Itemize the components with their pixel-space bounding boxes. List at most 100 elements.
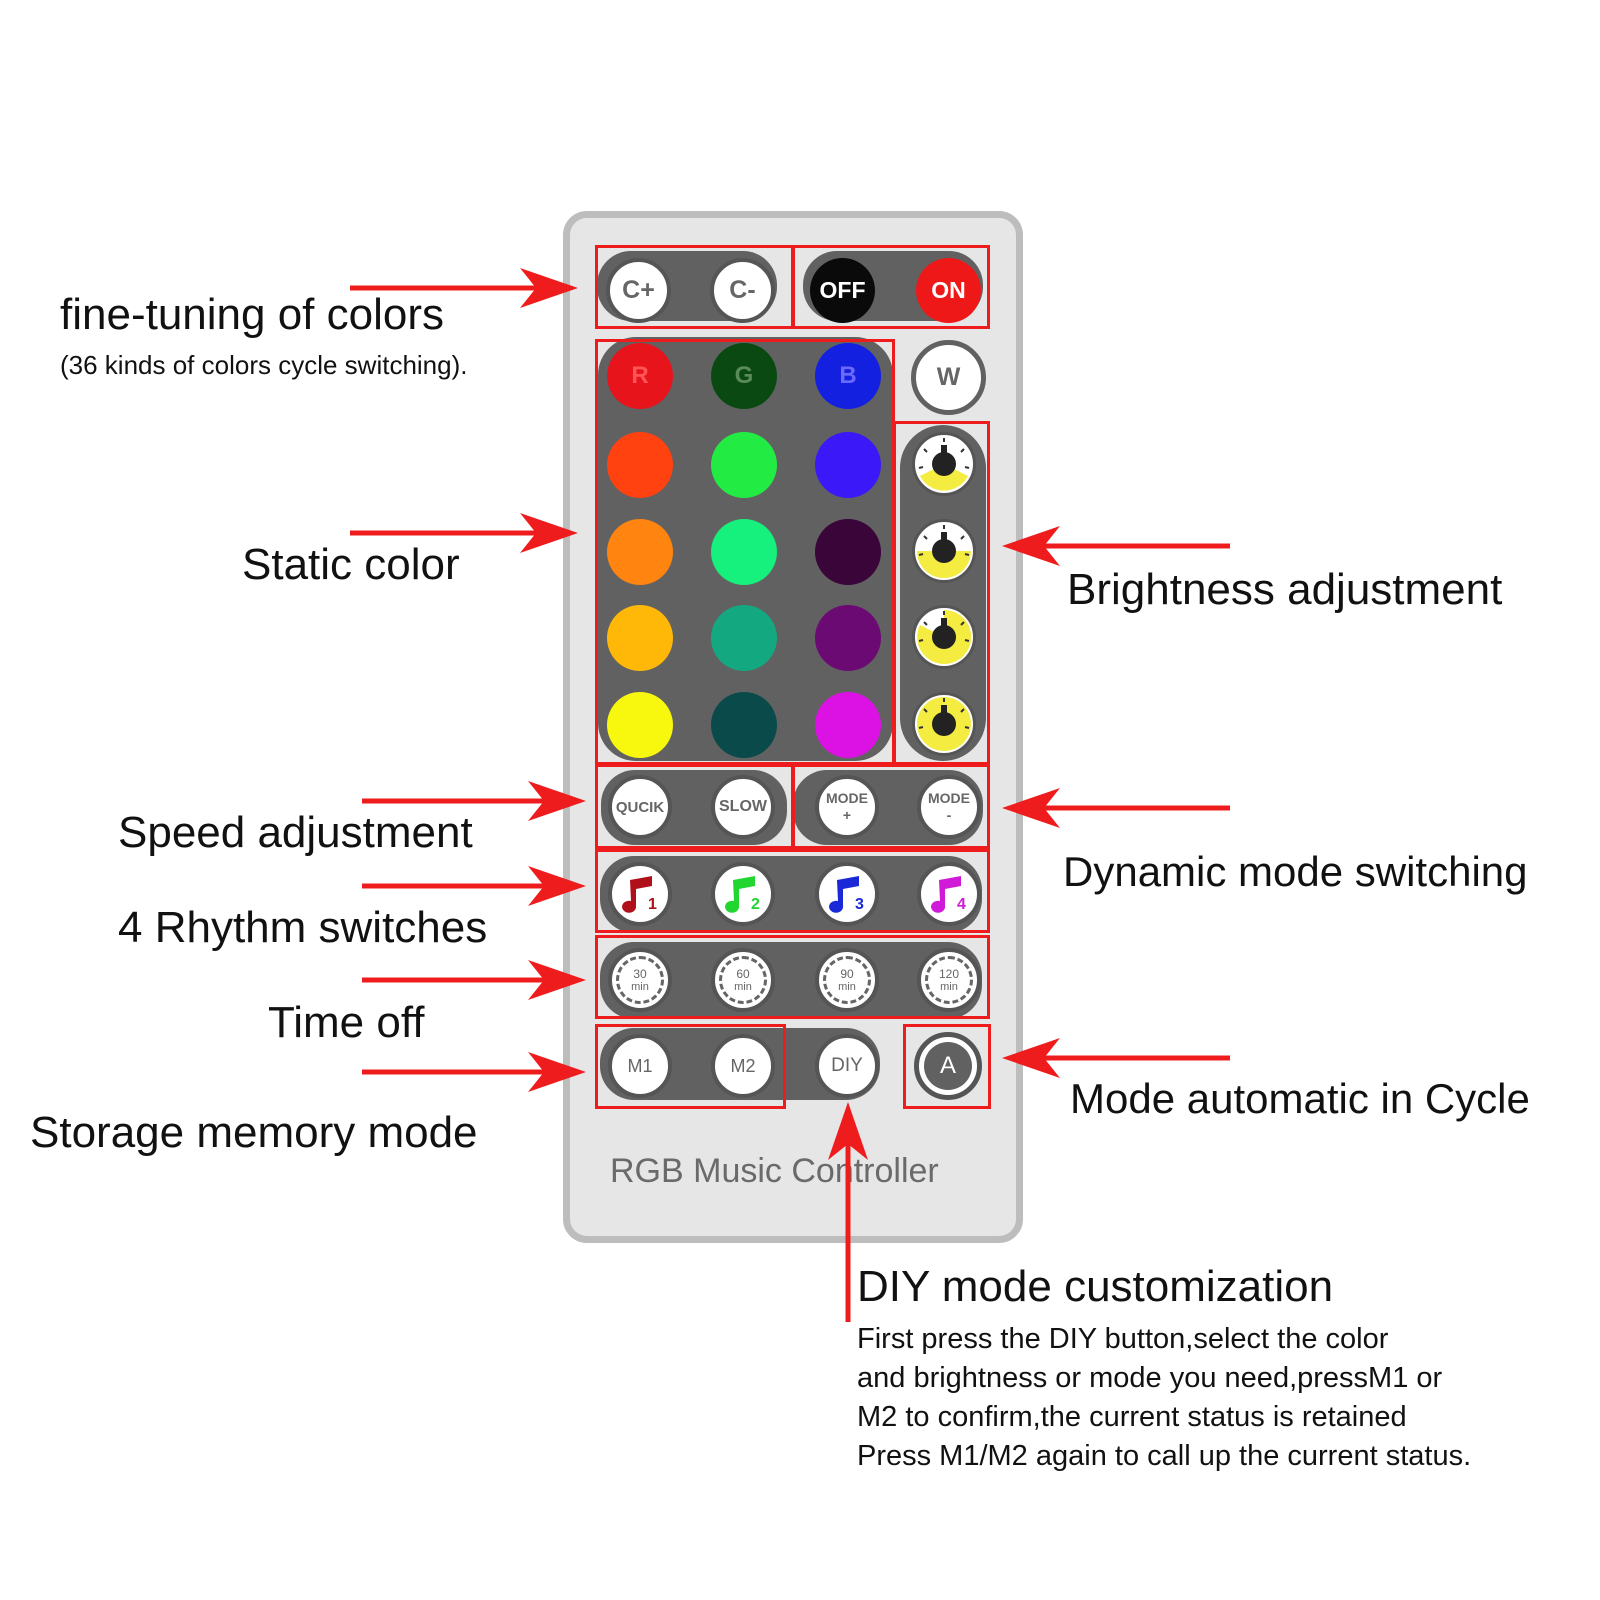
brightness-button-4[interactable] bbox=[912, 692, 976, 756]
music-note-icon bbox=[622, 876, 652, 913]
slow-label: SLOW bbox=[719, 798, 767, 815]
white-label: W bbox=[936, 363, 961, 391]
color-swatch[interactable] bbox=[711, 605, 777, 671]
music-note-icon bbox=[931, 876, 961, 913]
red-label: R bbox=[631, 362, 649, 389]
brightness-button-3[interactable] bbox=[912, 605, 976, 669]
brightness-icon bbox=[917, 525, 971, 578]
blue-button[interactable]: B bbox=[815, 343, 881, 409]
music-note-icon bbox=[829, 876, 859, 913]
label-fine-tuning-sub: (36 kinds of colors cycle switching). bbox=[60, 350, 468, 380]
brightness-button-1[interactable] bbox=[912, 432, 976, 496]
color-swatch[interactable] bbox=[815, 605, 881, 671]
off-button[interactable]: OFF bbox=[810, 258, 875, 323]
rhythm-number: 4 bbox=[957, 896, 966, 913]
mode-plus-button[interactable]: MODE + bbox=[815, 775, 879, 839]
color-plus-label: C+ bbox=[622, 276, 655, 304]
diy-desc-line: M2 to confirm,the current status is reta… bbox=[857, 1401, 1407, 1433]
rhythm-number: 2 bbox=[751, 896, 760, 913]
green-button[interactable]: G bbox=[711, 343, 777, 409]
off-label: OFF bbox=[819, 277, 866, 303]
color-swatch[interactable] bbox=[711, 519, 777, 585]
rhythm-number: 3 bbox=[855, 896, 864, 913]
highlight-memory bbox=[595, 1024, 786, 1109]
slow-button[interactable]: SLOW bbox=[711, 775, 775, 839]
quick-label: QUCIK bbox=[615, 798, 665, 816]
rhythm-button-3[interactable]: 3 bbox=[815, 862, 879, 926]
mode-minus-button[interactable]: MODE - bbox=[917, 775, 981, 839]
timer-90-button[interactable]: 90 min bbox=[815, 948, 879, 1012]
m1-button[interactable]: M1 bbox=[608, 1034, 672, 1098]
label-speed: Speed adjustment bbox=[118, 808, 473, 857]
m2-button[interactable]: M2 bbox=[711, 1034, 775, 1098]
red-button[interactable]: R bbox=[607, 343, 673, 409]
arrow-auto-cycle bbox=[1002, 1038, 1230, 1078]
timer-30-button[interactable]: 30 min bbox=[608, 948, 672, 1012]
color-swatch[interactable] bbox=[607, 519, 673, 585]
remote-brand: RGB Music Controller bbox=[610, 1152, 939, 1190]
timer-ring-icon bbox=[616, 956, 664, 1004]
green-label: G bbox=[734, 362, 754, 389]
diy-button[interactable]: DIY bbox=[815, 1034, 879, 1098]
rhythm-button-2[interactable]: 2 bbox=[711, 862, 775, 926]
timer-120-button[interactable]: 120 min bbox=[917, 948, 981, 1012]
color-swatch[interactable] bbox=[815, 432, 881, 498]
color-minus-label: C- bbox=[729, 276, 756, 304]
rhythm-button-4[interactable]: 4 bbox=[917, 862, 981, 926]
quick-button[interactable]: QUCIK bbox=[608, 775, 672, 839]
timer-ring-icon bbox=[823, 956, 871, 1004]
label-brightness: Brightness adjustment bbox=[1067, 565, 1503, 614]
highlight-dynamic-mode bbox=[792, 764, 990, 849]
color-swatch[interactable] bbox=[815, 519, 881, 585]
color-swatch[interactable] bbox=[607, 692, 673, 758]
mode-plus-label: MODE bbox=[826, 790, 868, 806]
highlight-power bbox=[792, 245, 990, 329]
brightness-icon bbox=[918, 437, 971, 491]
label-dynamic-mode: Dynamic mode switching bbox=[1063, 848, 1528, 895]
brightness-icon bbox=[917, 697, 971, 751]
on-label: ON bbox=[931, 277, 966, 303]
diy-label: DIY bbox=[831, 1055, 863, 1076]
label-rhythm: 4 Rhythm switches bbox=[118, 903, 488, 952]
arrow-storage bbox=[362, 1052, 586, 1092]
highlight-timer bbox=[595, 935, 990, 1019]
brightness-icon bbox=[917, 609, 972, 664]
rhythm-button-1[interactable]: 1 bbox=[608, 862, 672, 926]
color-swatch[interactable] bbox=[607, 432, 673, 498]
arrow-time-off bbox=[362, 960, 586, 1000]
label-time-off: Time off bbox=[268, 998, 425, 1047]
timer-60-button[interactable]: 60 min bbox=[711, 948, 775, 1012]
on-button[interactable]: ON bbox=[916, 258, 981, 323]
label-static-color: Static color bbox=[242, 540, 460, 589]
color-plus-button[interactable]: C+ bbox=[606, 258, 671, 323]
mode-minus-sign: - bbox=[946, 807, 952, 823]
blue-label: B bbox=[839, 362, 857, 389]
timer-ring-icon bbox=[925, 956, 973, 1004]
color-swatch[interactable] bbox=[711, 692, 777, 758]
arrow-static-color bbox=[350, 513, 578, 553]
color-minus-button[interactable]: C- bbox=[710, 258, 775, 323]
color-swatch[interactable] bbox=[815, 692, 881, 758]
highlight-rhythm bbox=[595, 849, 990, 933]
label-auto-cycle: Mode automatic in Cycle bbox=[1070, 1075, 1530, 1122]
m1-label: M1 bbox=[627, 1055, 653, 1076]
label-storage: Storage memory mode bbox=[30, 1108, 478, 1157]
mode-plus-sign: + bbox=[842, 807, 852, 823]
timer-ring-icon bbox=[719, 956, 767, 1004]
diy-desc-line: Press M1/M2 again to call up the current… bbox=[857, 1440, 1472, 1472]
arrow-speed bbox=[362, 781, 586, 821]
highlight-auto bbox=[903, 1024, 991, 1109]
highlight-brightness bbox=[893, 421, 990, 765]
m2-label: M2 bbox=[730, 1055, 756, 1076]
music-note-icon bbox=[725, 876, 755, 913]
brightness-button-2[interactable] bbox=[912, 519, 976, 583]
auto-inner: A bbox=[924, 1042, 972, 1090]
auto-button[interactable]: A bbox=[914, 1032, 982, 1100]
arrow-diy bbox=[828, 1102, 868, 1322]
color-swatch[interactable] bbox=[711, 432, 777, 498]
mode-minus-label: MODE bbox=[928, 790, 970, 806]
color-swatch[interactable] bbox=[607, 605, 673, 671]
white-button[interactable]: W bbox=[911, 340, 986, 415]
arrow-fine-tuning bbox=[350, 268, 578, 308]
